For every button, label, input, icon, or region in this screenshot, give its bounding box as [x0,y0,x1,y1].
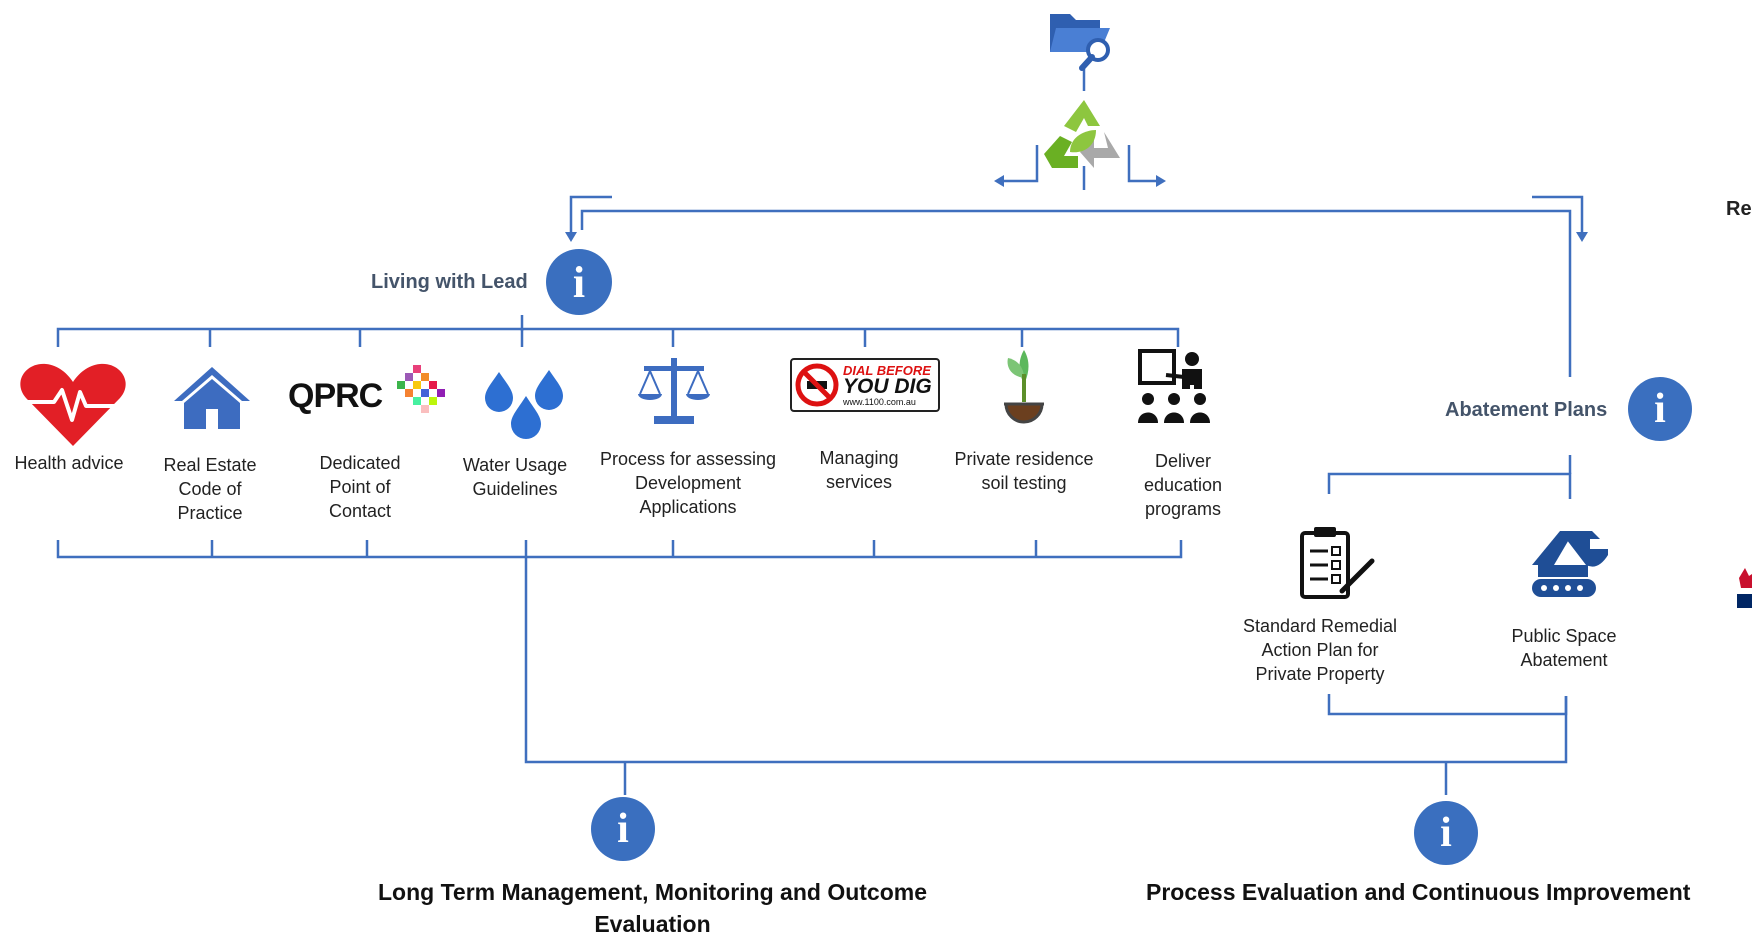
education-programs-label: Deliver education programs [1143,451,1223,519]
scales-icon [638,358,710,424]
real-estate-code-label: Real Estate Code of Practice [163,455,257,523]
public-space-abatement-label: Public Space Abatement [1511,626,1617,670]
seedling-flask-icon [1004,350,1044,424]
abatement-plans-info-button[interactable]: i [1628,377,1692,441]
house-icon [174,367,250,429]
dbyd-line1: DIAL BEFORE [843,362,931,378]
development-applications-label: Process for assessing Development Applic… [599,449,777,517]
cropped-waratah-logo-icon [1737,568,1752,608]
dbyd-line2: YOU DIG [843,374,932,398]
presentation-icon [1138,349,1210,423]
abatement-plans-heading: Abatement Plans [1445,399,1608,421]
dial-before-you-dig-logo: DIAL BEFORE YOU DIG www.1100.com.au [790,358,940,412]
qprc-mosaic-icon [397,365,445,413]
process-evaluation-title: Process Evaluation and Continuous Improv… [1146,879,1691,905]
living-with-lead-info-button[interactable]: i [546,249,612,315]
remedial-action-plan-label: Standard Remedial Action Plan for Privat… [1242,616,1398,684]
health-advice-label: Health advice [14,453,124,473]
checklist-clipboard-icon [1300,527,1375,599]
living-with-lead-heading: Living with Lead [371,271,528,293]
long-term-management-title: Long Term Management, Monitoring and Out… [377,879,928,937]
water-drops-icon [485,370,563,439]
managing-services-label: Managing services [819,448,899,492]
heart-icon [20,363,126,446]
qprc-logo: QPRC [288,377,383,415]
long-term-management-info-button[interactable]: i [591,797,655,861]
recycle-leaf-icon [1044,100,1120,168]
folder-search-icon [1050,14,1110,71]
soil-testing-label: Private residence soil testing [954,449,1094,493]
process-evaluation-info-button[interactable]: i [1414,801,1478,865]
no-dig-icon [795,363,839,407]
dbyd-line3: www.1100.com.au [843,396,916,407]
water-usage-label: Water Usage Guidelines [462,455,568,499]
excavator-icon [1532,531,1608,597]
point-of-contact-label: Dedicated Point of Contact [319,453,401,521]
cropped-edge-heading: Re [1726,198,1752,220]
